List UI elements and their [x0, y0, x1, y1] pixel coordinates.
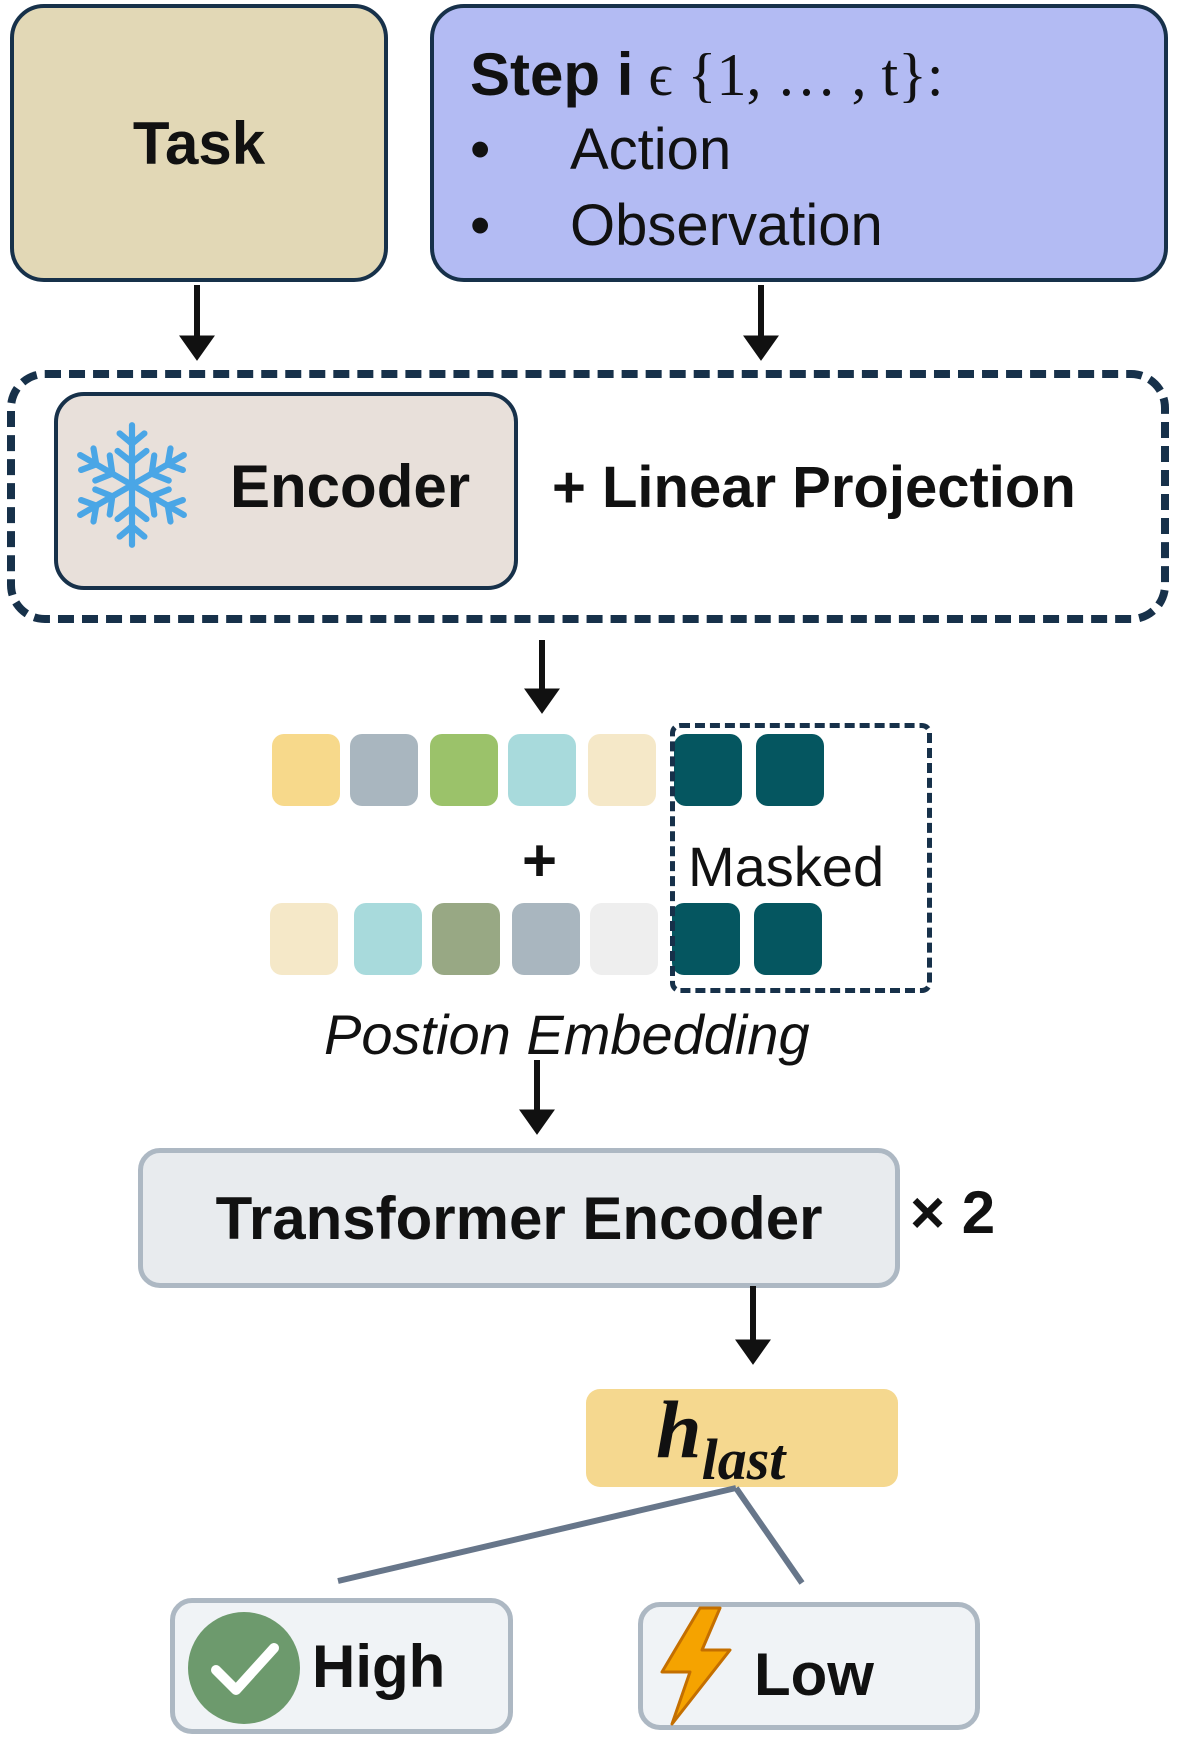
- lightning-icon: [660, 1606, 732, 1726]
- token-square: [588, 734, 656, 806]
- token-square: [432, 903, 500, 975]
- token-square: [674, 734, 742, 806]
- step-item-label: Observation: [570, 193, 883, 258]
- snowflake-icon: [70, 422, 194, 550]
- arrow-task-to-encoder: [179, 285, 215, 361]
- hlast-subscript: last: [701, 1427, 786, 1492]
- position-embedding-label: Postion Embedding: [324, 1003, 810, 1066]
- linear-projection-label: + Linear Projection: [552, 455, 1076, 520]
- encoder-label: Encoder: [230, 453, 471, 520]
- token-square: [512, 903, 580, 975]
- hlast-base: h: [656, 1384, 702, 1475]
- arrow-tokens-to-transformer: [519, 1060, 555, 1135]
- transformer-encoder-label: Transformer Encoder: [215, 1184, 823, 1252]
- bullet: •: [470, 117, 491, 182]
- masked-region: [670, 723, 932, 993]
- step-item-observation: • Observation: [470, 188, 1164, 264]
- step-title: Step i ϵ {1, … , t}:: [470, 38, 1164, 112]
- step-title-range: ϵ {1, … , t}:: [633, 42, 944, 108]
- split-line-high: [337, 1485, 737, 1584]
- token-square: [590, 903, 658, 975]
- hlast-label: hlast: [656, 1383, 785, 1493]
- high-label: High: [312, 1633, 446, 1700]
- transformer-encoder-box: Transformer Encoder: [138, 1148, 900, 1288]
- step-box: Step i ϵ {1, … , t}: • Action • Observatio…: [430, 4, 1168, 282]
- token-square: [272, 734, 340, 806]
- low-label: Low: [754, 1641, 874, 1708]
- arrow-step-to-encoder: [743, 285, 779, 361]
- token-square: [270, 903, 338, 975]
- token-square: [672, 903, 740, 975]
- task-box: Task: [10, 4, 388, 282]
- arrow-projection-to-tokens: [524, 640, 560, 714]
- arrow-transformer-to-hlast: [735, 1286, 771, 1365]
- check-circle-icon: [188, 1612, 300, 1724]
- token-square: [756, 734, 824, 806]
- bullet: •: [470, 193, 491, 258]
- hlast-box: [586, 1389, 898, 1487]
- repeat-count: × 2: [910, 1179, 996, 1246]
- token-square: [430, 734, 498, 806]
- step-item-label: Action: [570, 117, 732, 182]
- encoder-projection-group: [7, 370, 1169, 623]
- masked-label: Masked: [688, 835, 885, 898]
- task-label: Task: [132, 109, 266, 177]
- token-square: [354, 903, 422, 975]
- step-title-bold: Step i: [470, 41, 634, 108]
- token-square: [350, 734, 418, 806]
- token-square: [508, 734, 576, 806]
- token-square: [754, 903, 822, 975]
- step-item-action: • Action: [470, 112, 1164, 188]
- plus-sign: +: [522, 827, 558, 894]
- split-line-low: [733, 1486, 805, 1585]
